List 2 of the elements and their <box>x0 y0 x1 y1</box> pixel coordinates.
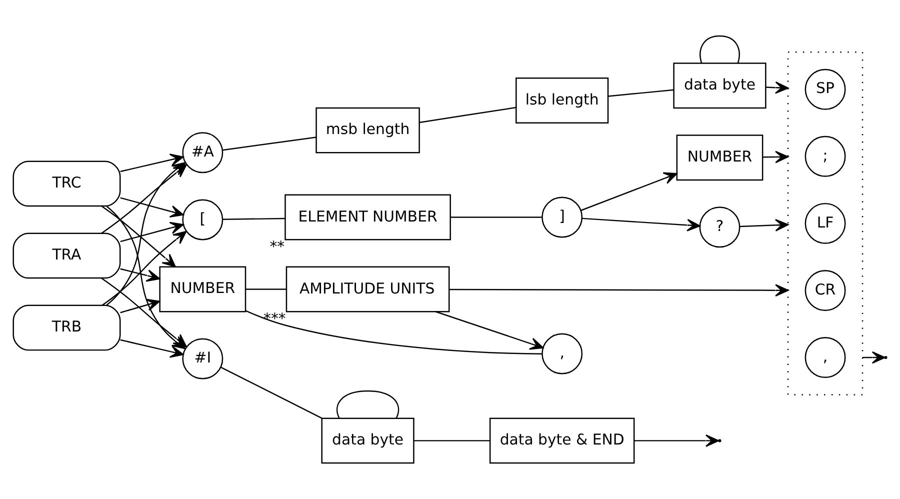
node-label: *** <box>264 309 286 328</box>
node-label: ** <box>270 237 285 256</box>
